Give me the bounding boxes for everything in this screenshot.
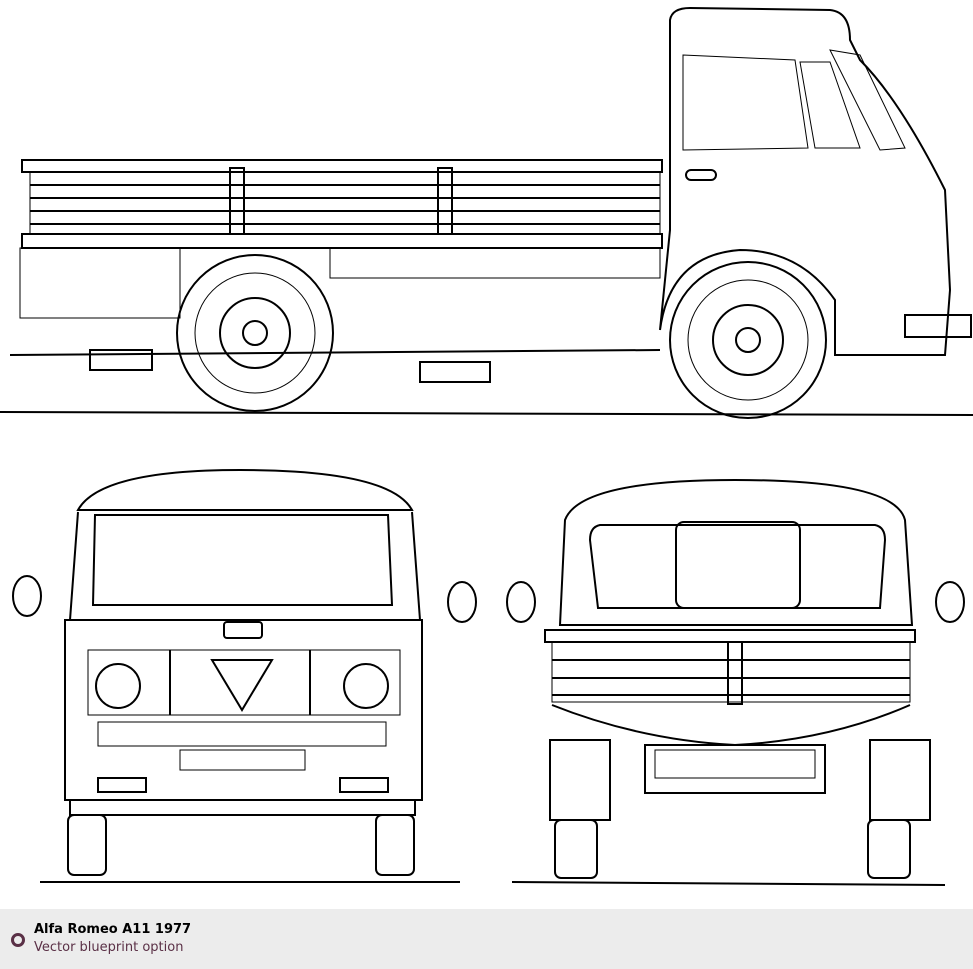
front-wheel — [669, 261, 827, 419]
rear-view — [506, 478, 965, 886]
rear-wheel — [176, 254, 334, 412]
side-view — [0, 6, 973, 419]
caption-title: Alfa Romeo A11 1977 — [34, 922, 192, 937]
caption-bar — [0, 909, 973, 969]
circle-ring-icon — [11, 933, 25, 947]
caption-subtitle[interactable]: Vector blueprint option — [34, 940, 184, 955]
front-view — [12, 468, 477, 883]
truck-blueprint-drawing — [0, 6, 973, 886]
